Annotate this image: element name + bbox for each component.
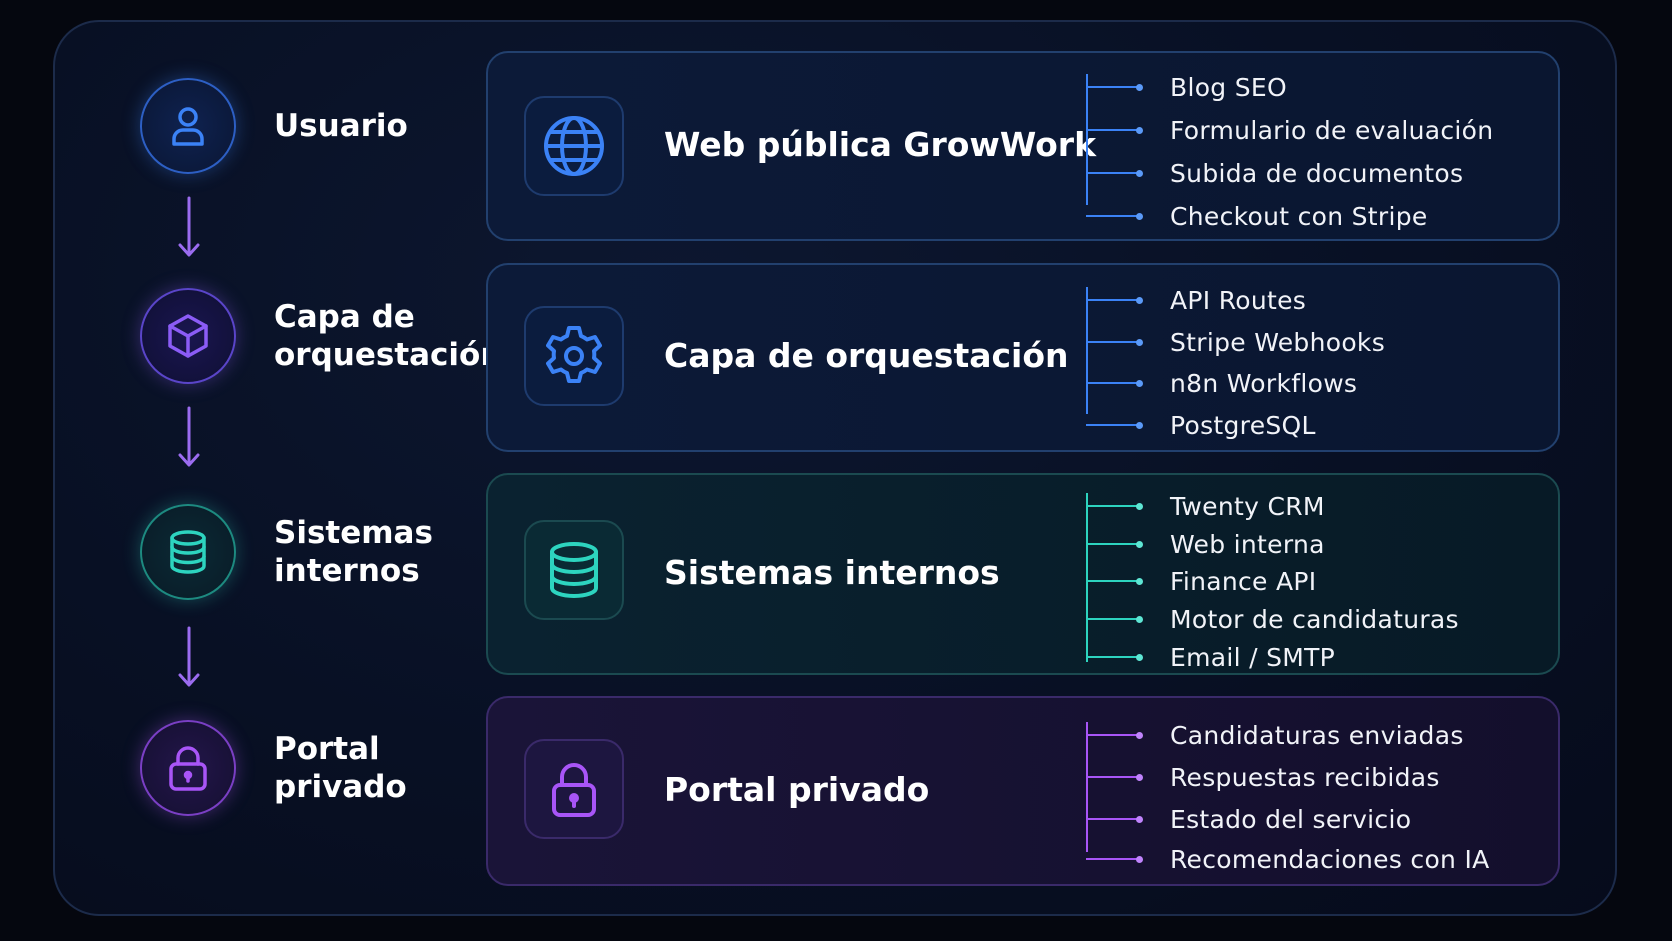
step-capa-orquestacion: Capa de orquestación: [140, 288, 503, 384]
lock-icon: [140, 720, 236, 816]
card-web-publica: Web pública GrowWork Blog SEO Formulario…: [486, 51, 1560, 241]
step-sistemas-internos: Sistemas internos: [140, 504, 474, 600]
cube-icon: [140, 288, 236, 384]
gear-icon: [524, 306, 624, 406]
arrow-down-icon: [178, 196, 200, 257]
list-item: Checkout con Stripe: [1086, 201, 1428, 231]
list-item: Recomendaciones con IA: [1086, 844, 1490, 874]
list-item: Candidaturas enviadas: [1086, 720, 1464, 750]
step-label: Sistemas internos: [274, 515, 433, 589]
step-label: Portal privado: [274, 731, 407, 805]
list-item: Stripe Webhooks: [1086, 327, 1385, 357]
list-item: Email / SMTP: [1086, 642, 1335, 672]
card-title: Sistemas internos: [664, 553, 1000, 592]
lock-icon: [524, 739, 624, 839]
step-label: Capa de orquestación: [274, 299, 503, 373]
list-item: Respuestas recibidas: [1086, 762, 1440, 792]
card-title: Capa de orquestación: [664, 336, 1069, 375]
step-label: Usuario: [274, 108, 408, 144]
list-item: Estado del servicio: [1086, 804, 1411, 834]
card-title: Web pública GrowWork: [664, 125, 1097, 164]
list-item: Subida de documentos: [1086, 158, 1463, 188]
user-icon: [140, 78, 236, 174]
card-sistemas-internos: Sistemas internos Twenty CRM Web interna…: [486, 473, 1560, 675]
database-icon: [140, 504, 236, 600]
globe-icon: [524, 96, 624, 196]
step-portal-privado: Portal privado: [140, 720, 474, 816]
arrow-down-icon: [178, 626, 200, 687]
database-icon: [524, 520, 624, 620]
card-title: Portal privado: [664, 770, 930, 809]
list-item: Finance API: [1086, 566, 1316, 596]
list-item: Web interna: [1086, 529, 1325, 559]
list-item: Formulario de evaluación: [1086, 115, 1493, 145]
step-usuario: Usuario: [140, 78, 474, 174]
list-item: API Routes: [1086, 285, 1306, 315]
list-item: Twenty CRM: [1086, 491, 1325, 521]
list-item: Motor de candidaturas: [1086, 604, 1459, 634]
list-item: PostgreSQL: [1086, 410, 1316, 440]
list-item: Blog SEO: [1086, 72, 1287, 102]
card-portal-privado: Portal privado Candidaturas enviadas Res…: [486, 696, 1560, 886]
list-item: n8n Workflows: [1086, 368, 1357, 398]
arrow-down-icon: [178, 406, 200, 467]
card-capa-orquestacion: Capa de orquestación API Routes Stripe W…: [486, 263, 1560, 452]
